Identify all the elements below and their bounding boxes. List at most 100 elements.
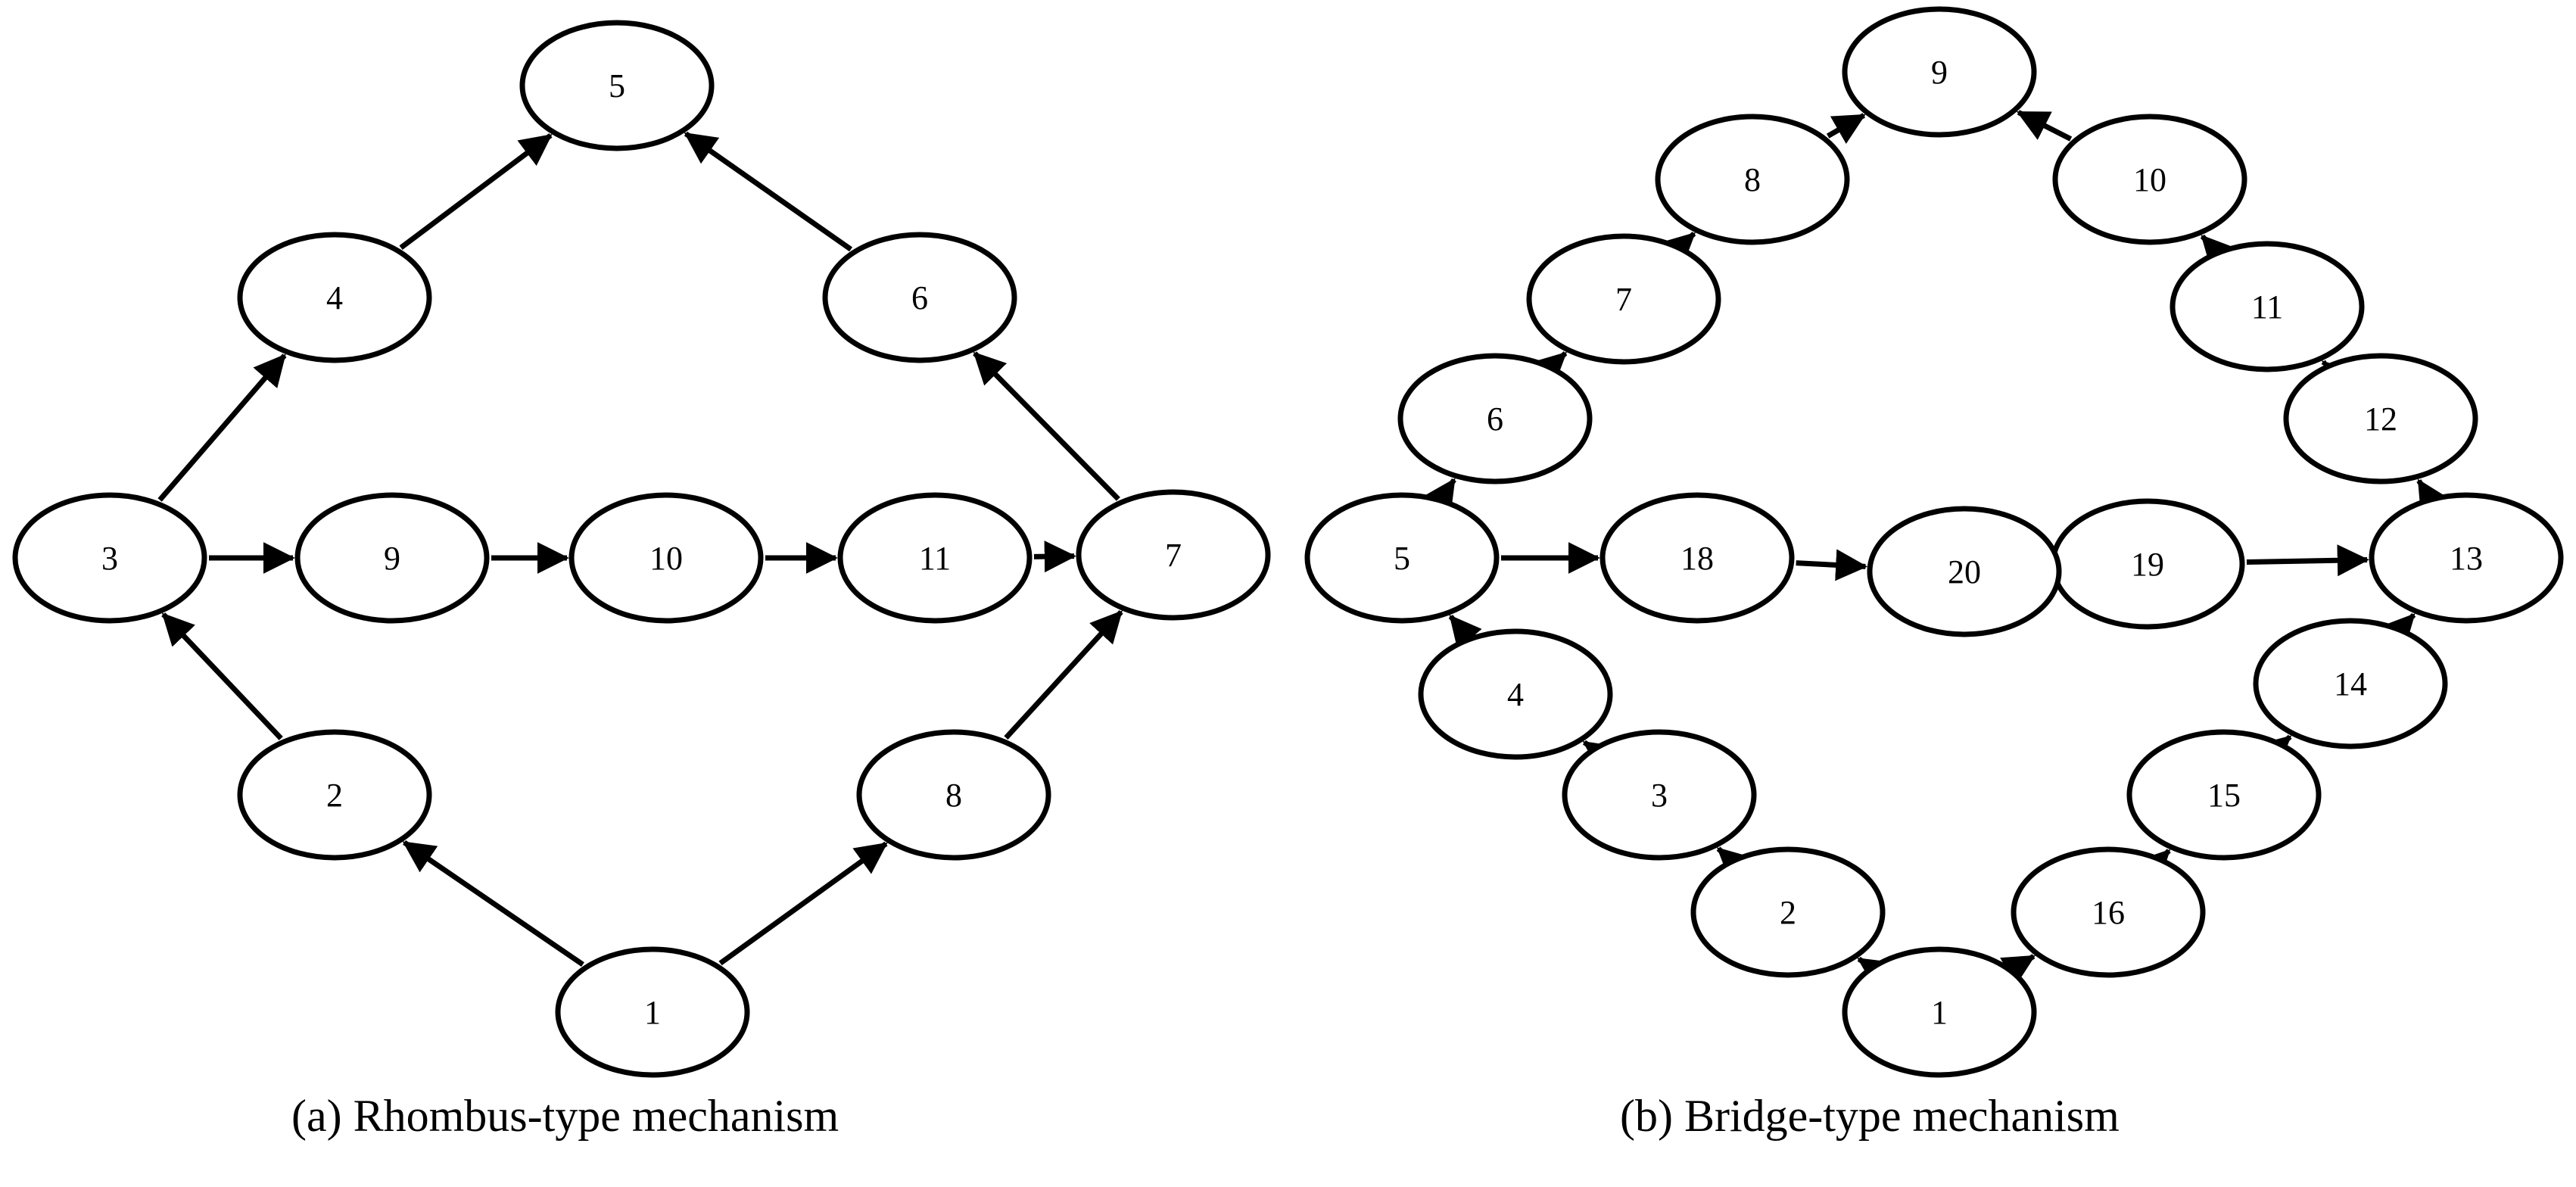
bridge-node-19: 19 xyxy=(2050,498,2245,630)
rhombus-node-ellipse xyxy=(12,492,207,624)
bridge-edge-3-to-4 xyxy=(1582,740,1618,773)
rhombus-edges xyxy=(157,131,1123,967)
bridge-node-ellipse xyxy=(1526,233,1721,365)
rhombus-node-ellipse xyxy=(856,729,1051,861)
bridge-edge-15-to-14 xyxy=(2257,734,2292,768)
bridge-node-ellipse xyxy=(1397,353,1593,484)
rhombus-node-label: 3 xyxy=(101,540,118,577)
bridge-node-ellipse xyxy=(2170,241,2365,372)
rhombus-node-ellipse xyxy=(237,729,432,861)
bridge-edge-5-to-6 xyxy=(1424,478,1456,514)
bridge-node-ellipse xyxy=(1418,628,1613,760)
rhombus-node-ellipse xyxy=(568,492,764,624)
bridge-node-ellipse xyxy=(1599,492,1795,624)
rhombus-node-ellipse xyxy=(519,20,715,151)
rhombus-edge-1-to-2 xyxy=(402,840,584,967)
bridge-node-15: 15 xyxy=(2126,729,2322,861)
bridge-edge-18-to-20 xyxy=(1796,549,1868,581)
rhombus-node-4: 4 xyxy=(237,232,432,363)
bridge-node-label: 19 xyxy=(2131,546,2164,583)
rhombus-node-label: 1 xyxy=(644,994,661,1031)
bridge-node-9: 9 xyxy=(1842,6,2037,138)
bridge-edge-1-to-2 xyxy=(1857,956,1892,989)
rhombus-node-7: 7 xyxy=(1076,489,1271,621)
bridge-node-label: 3 xyxy=(1651,777,1668,814)
bridge-node-label: 2 xyxy=(1780,894,1796,931)
rhombus-edge-2-to-3 xyxy=(161,612,283,740)
rhombus-node-label: 5 xyxy=(609,67,625,104)
bridge-node-4: 4 xyxy=(1418,628,1613,760)
bridge-node-ellipse xyxy=(2253,618,2448,749)
rhombus-edge-8-to-7 xyxy=(1004,610,1123,740)
bridge-node-ellipse xyxy=(2126,729,2322,861)
bridge-node-13: 13 xyxy=(2369,492,2564,624)
bridge-node-ellipse xyxy=(1867,506,2062,637)
bridge-node-label: 8 xyxy=(1744,161,1761,198)
bridge-node-label: 9 xyxy=(1931,54,1948,91)
bridge-edge-7-to-8 xyxy=(1661,232,1696,266)
bridge-node-label: 11 xyxy=(2251,288,2283,326)
bridge-node-label: 7 xyxy=(1615,281,1632,318)
rhombus-node-ellipse xyxy=(822,232,1017,363)
bridge-node-ellipse xyxy=(1690,846,1886,978)
bridge-edge-16-to-15 xyxy=(2136,849,2171,883)
bridge-edge-11-to-10 xyxy=(2200,234,2235,269)
bridge-edge-10-to-9 xyxy=(2016,110,2073,142)
rhombus-edge-1-to-8 xyxy=(718,841,888,966)
bridge-node-14: 14 xyxy=(2253,618,2448,749)
rhombus-node-ellipse xyxy=(294,492,490,624)
caption-bridge: (b) Bridge-type mechanism xyxy=(1620,1091,2120,1141)
bridge-edge-1-to-16 xyxy=(2000,954,2036,986)
bridge-node-6: 6 xyxy=(1397,353,1593,484)
bridge-edge-13-to-12 xyxy=(2416,478,2448,515)
bridge-node-11: 11 xyxy=(2170,241,2365,372)
bridge-node-ellipse xyxy=(1842,946,2037,1078)
rhombus-edge-7-to-6 xyxy=(973,351,1120,501)
bridge-node-ellipse xyxy=(1655,114,1850,245)
rhombus-node-9: 9 xyxy=(294,492,490,624)
bridge-node-label: 12 xyxy=(2364,400,2397,438)
rhombus-node-label: 6 xyxy=(911,279,928,316)
rhombus-edge-3-to-4 xyxy=(157,354,287,502)
bridge-node-label: 13 xyxy=(2450,540,2483,577)
rhombus-node-6: 6 xyxy=(822,232,1017,363)
bridge-node-ellipse xyxy=(2369,492,2564,624)
rhombus-node-ellipse xyxy=(1076,489,1271,621)
caption-rhombus: (a) Rhombus-type mechanism xyxy=(291,1091,839,1141)
bridge-edge-19-to-13 xyxy=(2246,544,2369,577)
rhombus-node-label: 2 xyxy=(326,777,343,814)
rhombus-node-label: 7 xyxy=(1165,537,1182,574)
rhombus-node-5: 5 xyxy=(519,20,715,151)
bridge-edges xyxy=(1424,110,2448,989)
rhombus-node-label: 8 xyxy=(945,777,962,814)
rhombus-node-label: 10 xyxy=(649,540,683,577)
rhombus-node-ellipse xyxy=(237,232,432,363)
rhombus-edge-11-to-7 xyxy=(1033,541,1076,573)
bridge-edge-14-to-13 xyxy=(2381,612,2416,648)
bridge-node-label: 6 xyxy=(1487,400,1503,438)
rhombus-node-label: 4 xyxy=(326,279,343,316)
bridge-node-label: 20 xyxy=(1948,553,1981,590)
bridge-node-5: 5 xyxy=(1304,492,1500,624)
rhombus-node-10: 10 xyxy=(568,492,764,624)
bridge-node-16: 16 xyxy=(2011,846,2206,978)
rhombus-node-8: 8 xyxy=(856,729,1051,861)
bridge-node-3: 3 xyxy=(1562,729,1757,861)
rhombus-node-ellipse xyxy=(837,492,1033,624)
bridge-edge-8-to-9 xyxy=(1826,113,1866,145)
bridge-edge-12-to-11 xyxy=(2321,360,2356,394)
rhombus-edge-4-to-5 xyxy=(399,132,553,251)
bridge-node-label: 15 xyxy=(2207,777,2241,814)
bridge-node-2: 2 xyxy=(1690,846,1886,978)
bridge-node-label: 5 xyxy=(1394,540,1410,577)
rhombus-node-2: 2 xyxy=(237,729,432,861)
bridge-node-label: 16 xyxy=(2092,894,2125,931)
bridge-node-18: 18 xyxy=(1599,492,1795,624)
rhombus-node-label: 9 xyxy=(384,540,400,577)
bridge-node-ellipse xyxy=(2283,353,2478,484)
bridge-node-12: 12 xyxy=(2283,353,2478,484)
